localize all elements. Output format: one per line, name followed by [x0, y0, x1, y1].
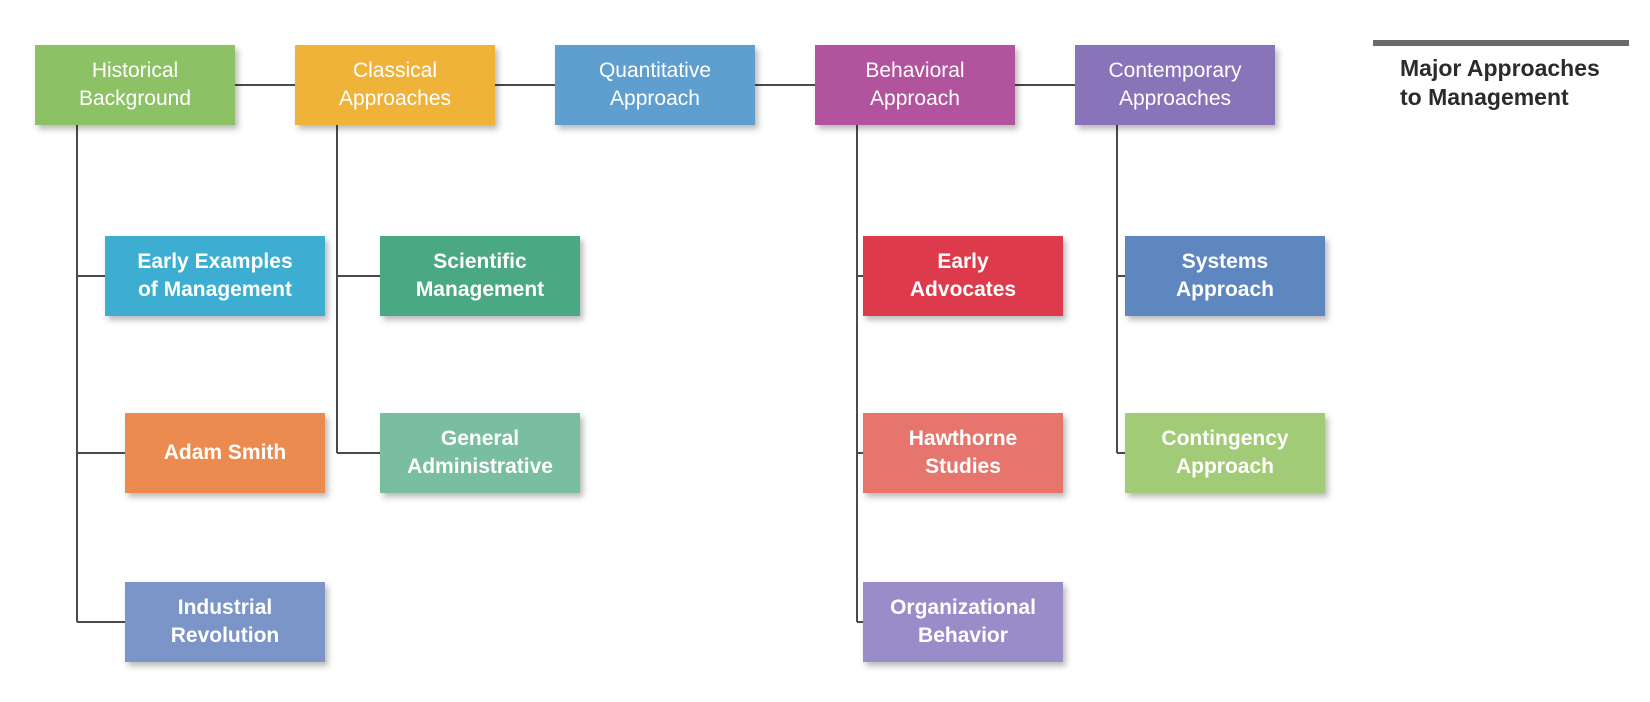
node-contemporary-approaches[interactable]: Contemporary Approaches — [1075, 45, 1275, 125]
title-rule — [1373, 40, 1629, 46]
node-organizational-behavior[interactable]: Organizational Behavior — [863, 582, 1063, 662]
node-industrial-revolution[interactable]: Industrial Revolution — [125, 582, 325, 662]
node-general-administrative[interactable]: General Administrative — [380, 413, 580, 493]
node-contingency-approach[interactable]: Contingency Approach — [1125, 413, 1325, 493]
node-hawthorne-studies[interactable]: Hawthorne Studies — [863, 413, 1063, 493]
node-classical-approaches[interactable]: Classical Approaches — [295, 45, 495, 125]
node-early-examples-of-management[interactable]: Early Examples of Management — [105, 236, 325, 316]
node-historical-background[interactable]: Historical Background — [35, 45, 235, 125]
node-quantitative-approach[interactable]: Quantitative Approach — [555, 45, 755, 125]
node-adam-smith[interactable]: Adam Smith — [125, 413, 325, 493]
node-early-advocates[interactable]: Early Advocates — [863, 236, 1063, 316]
connector-lines-group — [76, 84, 1125, 623]
node-behavioral-approach[interactable]: Behavioral Approach — [815, 45, 1015, 125]
figure-title: Major Approaches to Management — [1400, 55, 1600, 110]
node-scientific-management[interactable]: Scientific Management — [380, 236, 580, 316]
node-systems-approach[interactable]: Systems Approach — [1125, 236, 1325, 316]
